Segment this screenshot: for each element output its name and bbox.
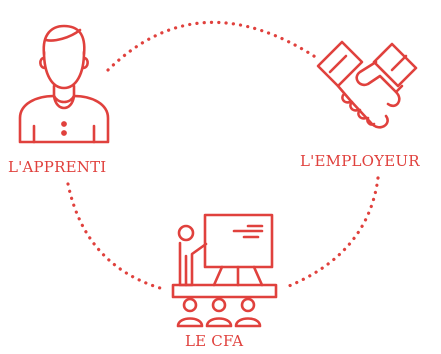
- classroom-icon: [171, 213, 278, 328]
- dotted-connector-apprenti-employeur: [106, 20, 322, 72]
- cfa-label: LE CFA: [185, 332, 244, 350]
- dotted-connector-employeur-cfa: [282, 176, 380, 290]
- employeur-label: L'EMPLOYEUR: [300, 152, 420, 170]
- person-icon: [18, 24, 110, 144]
- dotted-connector-apprenti-cfa: [66, 182, 162, 290]
- handshake-icon: [316, 40, 418, 129]
- apprenti-label: L'APPRENTI: [8, 158, 107, 176]
